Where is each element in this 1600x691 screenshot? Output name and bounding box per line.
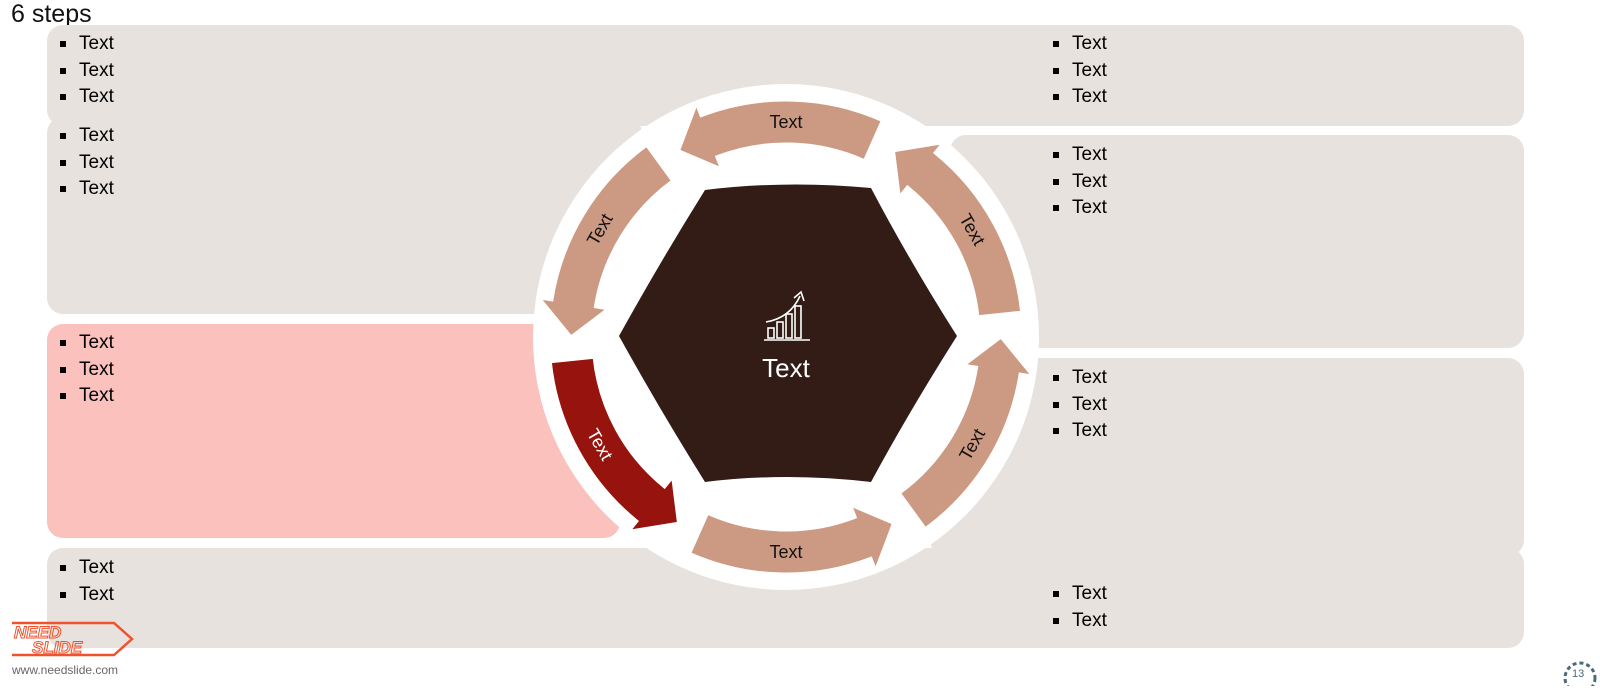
bullets-bottom-left: Text Text xyxy=(58,555,114,608)
cycle-arrow-label: Text xyxy=(769,112,802,132)
list-item: Text xyxy=(58,176,114,203)
list-item: Text xyxy=(58,58,114,85)
bullets-upper-right: Text Text Text xyxy=(1051,142,1107,222)
list-item: Text xyxy=(58,150,114,177)
list-item: Text xyxy=(58,555,114,582)
list-item: Text xyxy=(1051,84,1107,111)
cycle-arrow xyxy=(676,98,885,172)
cycle-arrow-label: Text xyxy=(769,542,802,562)
list-item: Text xyxy=(58,357,114,384)
page-number: 13 xyxy=(1572,668,1585,680)
list-item: Text xyxy=(1051,31,1107,58)
cycle-arrow xyxy=(687,502,896,576)
list-item: Text xyxy=(1051,142,1107,169)
cycle-arrow xyxy=(548,355,681,534)
cycle-arrow xyxy=(535,143,675,340)
list-item: Text xyxy=(58,123,114,150)
bullets-top-right: Text Text Text xyxy=(1051,31,1107,111)
list-item: Text xyxy=(58,383,114,410)
bullets-top-left: Text Text Text xyxy=(58,31,114,111)
list-item: Text xyxy=(1051,58,1107,85)
list-item: Text xyxy=(1051,418,1107,445)
page-number-badge: 13 xyxy=(1560,656,1600,691)
needslide-logo: NEED SLIDE xyxy=(12,621,134,658)
bullets-upper-left: Text Text Text xyxy=(58,123,114,203)
cycle-arrow xyxy=(897,334,1037,531)
bullets-bottom-right: Text Text xyxy=(1051,581,1107,634)
list-item: Text xyxy=(58,582,114,609)
bullets-middle-left: Text Text Text xyxy=(58,330,114,410)
panel-middle-left-active xyxy=(47,324,620,538)
list-item: Text xyxy=(1051,581,1107,608)
center-label: Text xyxy=(762,353,810,383)
logo-line-2: SLIDE xyxy=(32,638,83,657)
list-item: Text xyxy=(1051,195,1107,222)
list-item: Text xyxy=(1051,365,1107,392)
list-item: Text xyxy=(58,330,114,357)
bullets-middle-right: Text Text Text xyxy=(1051,365,1107,445)
list-item: Text xyxy=(1051,169,1107,196)
list-item: Text xyxy=(1051,392,1107,419)
panel-upper-right xyxy=(950,135,1524,348)
growth-chart-icon xyxy=(764,290,810,341)
gear-icon xyxy=(1563,661,1597,691)
footer-url: www.needslide.com xyxy=(12,663,119,677)
page-title: 6 steps xyxy=(11,0,92,28)
cycle-arrow xyxy=(891,140,1024,319)
center-hexagon xyxy=(619,184,957,482)
logo-line-1: NEED xyxy=(14,623,61,642)
list-item: Text xyxy=(58,84,114,111)
list-item: Text xyxy=(1051,608,1107,635)
list-item: Text xyxy=(58,31,114,58)
